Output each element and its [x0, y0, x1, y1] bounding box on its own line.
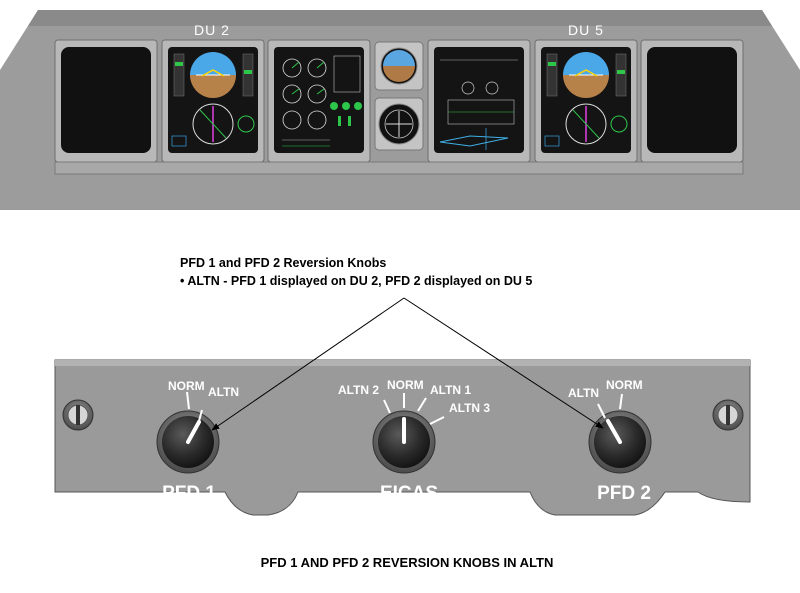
pfd-display-du2 [171, 52, 255, 147]
pfd2-altn-label: ALTN [568, 386, 599, 400]
pfd1-norm-label: NORM [168, 379, 205, 393]
annotation-title: PFD 1 and PFD 2 Reversion Knobs [180, 256, 386, 270]
eicas-altn1-tick [417, 397, 427, 412]
du5-label: DU 5 [568, 22, 604, 38]
pfd2-altn-tick [597, 403, 606, 419]
instrument-panel: DU 2 DU 5 [0, 10, 800, 210]
eicas-reversion-knob[interactable] [372, 410, 436, 474]
pfd1-knob-label: PFD 1 [162, 483, 216, 504]
right-fastener [712, 399, 744, 431]
pfd2-norm-label: NORM [606, 378, 643, 392]
pfd1-leader-arrow [211, 297, 405, 431]
annotation-detail: • ALTN - PFD 1 displayed on DU 2, PFD 2 … [180, 274, 532, 288]
figure-caption: PFD 1 AND PFD 2 REVERSION KNOBS IN ALTN [261, 555, 554, 570]
eicas-altn1-label: ALTN 1 [430, 383, 471, 397]
pfd2-norm-tick [619, 393, 623, 410]
pfd1-altn-label: ALTN [208, 385, 239, 399]
reversion-panel: NORM ALTN PFD 1 ALTN 2 NORM ALTN 1 ALTN … [54, 359, 751, 516]
eicas-knob-label: EICAS [380, 483, 438, 504]
du2-label: DU 2 [194, 22, 230, 38]
standby-instruments [374, 41, 424, 151]
left-fastener [62, 399, 94, 431]
pfd2-knob-label: PFD 2 [597, 483, 651, 504]
engine-display [282, 55, 362, 147]
pfd2-reversion-knob[interactable] [588, 410, 652, 474]
display-units [54, 39, 744, 175]
pfd1-altn-tick [198, 409, 203, 422]
eicas-norm-label: NORM [387, 378, 424, 392]
pfd1-reversion-knob[interactable] [156, 410, 220, 474]
pfd2-leader-arrow [403, 297, 604, 429]
eicas-altn2-tick [383, 399, 391, 414]
eicas-altn3-tick [429, 416, 445, 425]
eicas-altn3-label: ALTN 3 [449, 401, 490, 415]
pfd1-norm-tick [186, 391, 190, 410]
pfd-display-du5 [544, 52, 628, 147]
eicas-altn2-label: ALTN 2 [338, 383, 379, 397]
synoptic-display [439, 59, 518, 150]
